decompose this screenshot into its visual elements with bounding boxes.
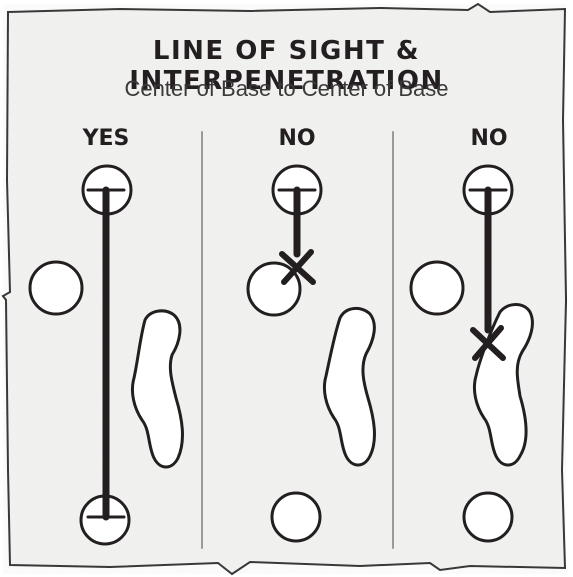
model-base-bottom xyxy=(272,493,320,541)
terrain-blob xyxy=(132,311,182,467)
terrain-blob xyxy=(324,308,374,465)
model-base-side xyxy=(30,262,82,314)
model-base-side xyxy=(411,262,463,314)
example-clear-los xyxy=(30,166,182,544)
example-blocked-by-terrain xyxy=(411,166,532,541)
model-base-bottom xyxy=(464,493,512,541)
example-blocked-by-model xyxy=(248,166,374,541)
